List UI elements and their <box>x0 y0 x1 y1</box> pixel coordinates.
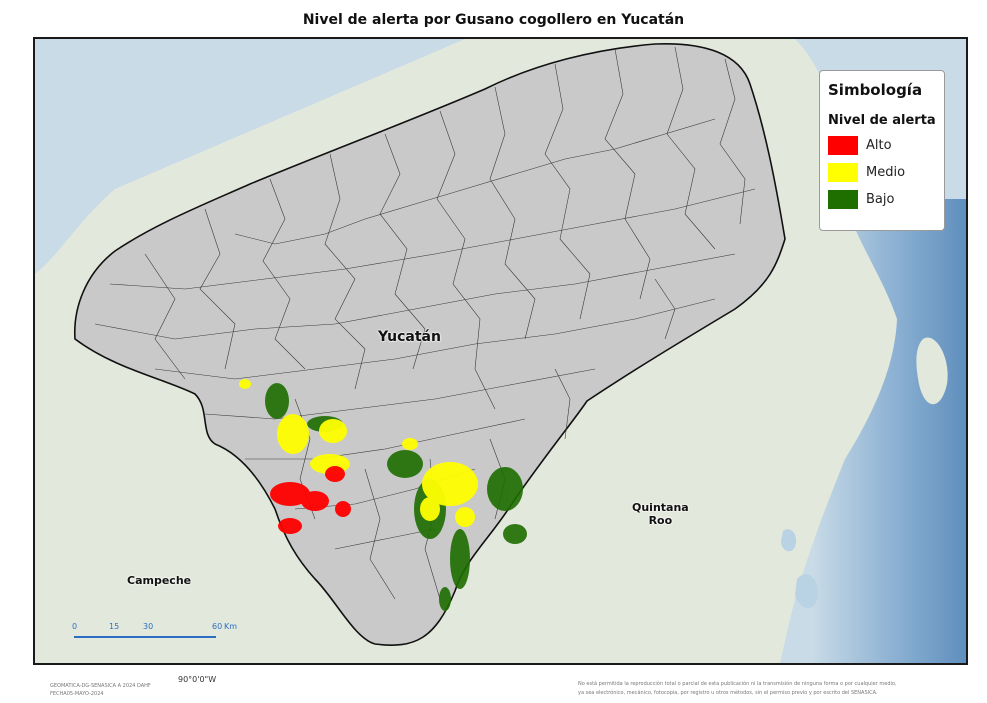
lagoon <box>795 574 818 609</box>
disclaimer: No está permitida la reproducción total … <box>578 680 968 698</box>
legend-label-medio: Medio <box>866 165 906 180</box>
scale-bar: 0 15 30 60 Km <box>71 622 237 662</box>
label-campeche: Campeche <box>127 574 192 587</box>
legend-item-medio: Medio <box>828 163 944 182</box>
scale-tick-0: 0 <box>72 622 78 631</box>
legend-title: Simbología <box>828 81 923 99</box>
island <box>916 337 948 405</box>
municipal-boundaries <box>94 46 756 600</box>
credits: GEOMATICA-DG-SENASICA A 2024 DAHF FECHA0… <box>50 682 151 698</box>
map-title: Nivel de alerta por Gusano cogollero en … <box>302 12 685 28</box>
yucatan-state[interactable] <box>74 43 786 646</box>
scale-tick-15: 15 <box>109 622 120 631</box>
label-yucatan: Yucatán <box>378 329 441 345</box>
legend-label-alto: Alto <box>866 138 892 153</box>
swatch-alto <box>828 136 858 155</box>
disclaimer-line-1: No está permitida la reproducción total … <box>578 681 897 687</box>
legend-item-alto: Alto <box>828 136 944 155</box>
scale-line <box>74 636 216 638</box>
legend-item-bajo: Bajo <box>828 190 944 209</box>
legend-subtitle: Nivel de alerta <box>828 113 936 128</box>
legend-label-bajo: Bajo <box>866 192 895 207</box>
lagoon <box>781 529 797 552</box>
label-quintana: Quintana <box>632 501 689 514</box>
legend-box: Simbología Nivel de alerta Alto Medio Ba… <box>819 70 945 231</box>
map-frame: Yucatán Quintana Roo Campeche Simbología… <box>33 37 968 665</box>
credits-line-1: GEOMATICA-DG-SENASICA A 2024 DAHF <box>50 683 151 689</box>
scale-tick-30: 30 <box>143 622 154 631</box>
label-roo: Roo <box>648 514 673 527</box>
coordinate-label: 90°0'0"W <box>178 675 217 684</box>
disclaimer-line-2: ya sea electrónico, mecánico, fotocopia,… <box>578 690 878 696</box>
scale-tick-60: 60 <box>212 622 223 631</box>
swatch-medio <box>828 163 858 182</box>
map-canvas[interactable] <box>35 39 966 663</box>
swatch-bajo <box>828 190 858 209</box>
scale-unit: Km <box>224 622 238 631</box>
alert-zone-medio <box>239 379 478 527</box>
label-quintana-roo: Quintana Roo <box>632 501 689 527</box>
alert-zone-alto <box>270 466 351 534</box>
credits-line-2: FECHA05-MAYO-2024 <box>50 691 104 697</box>
